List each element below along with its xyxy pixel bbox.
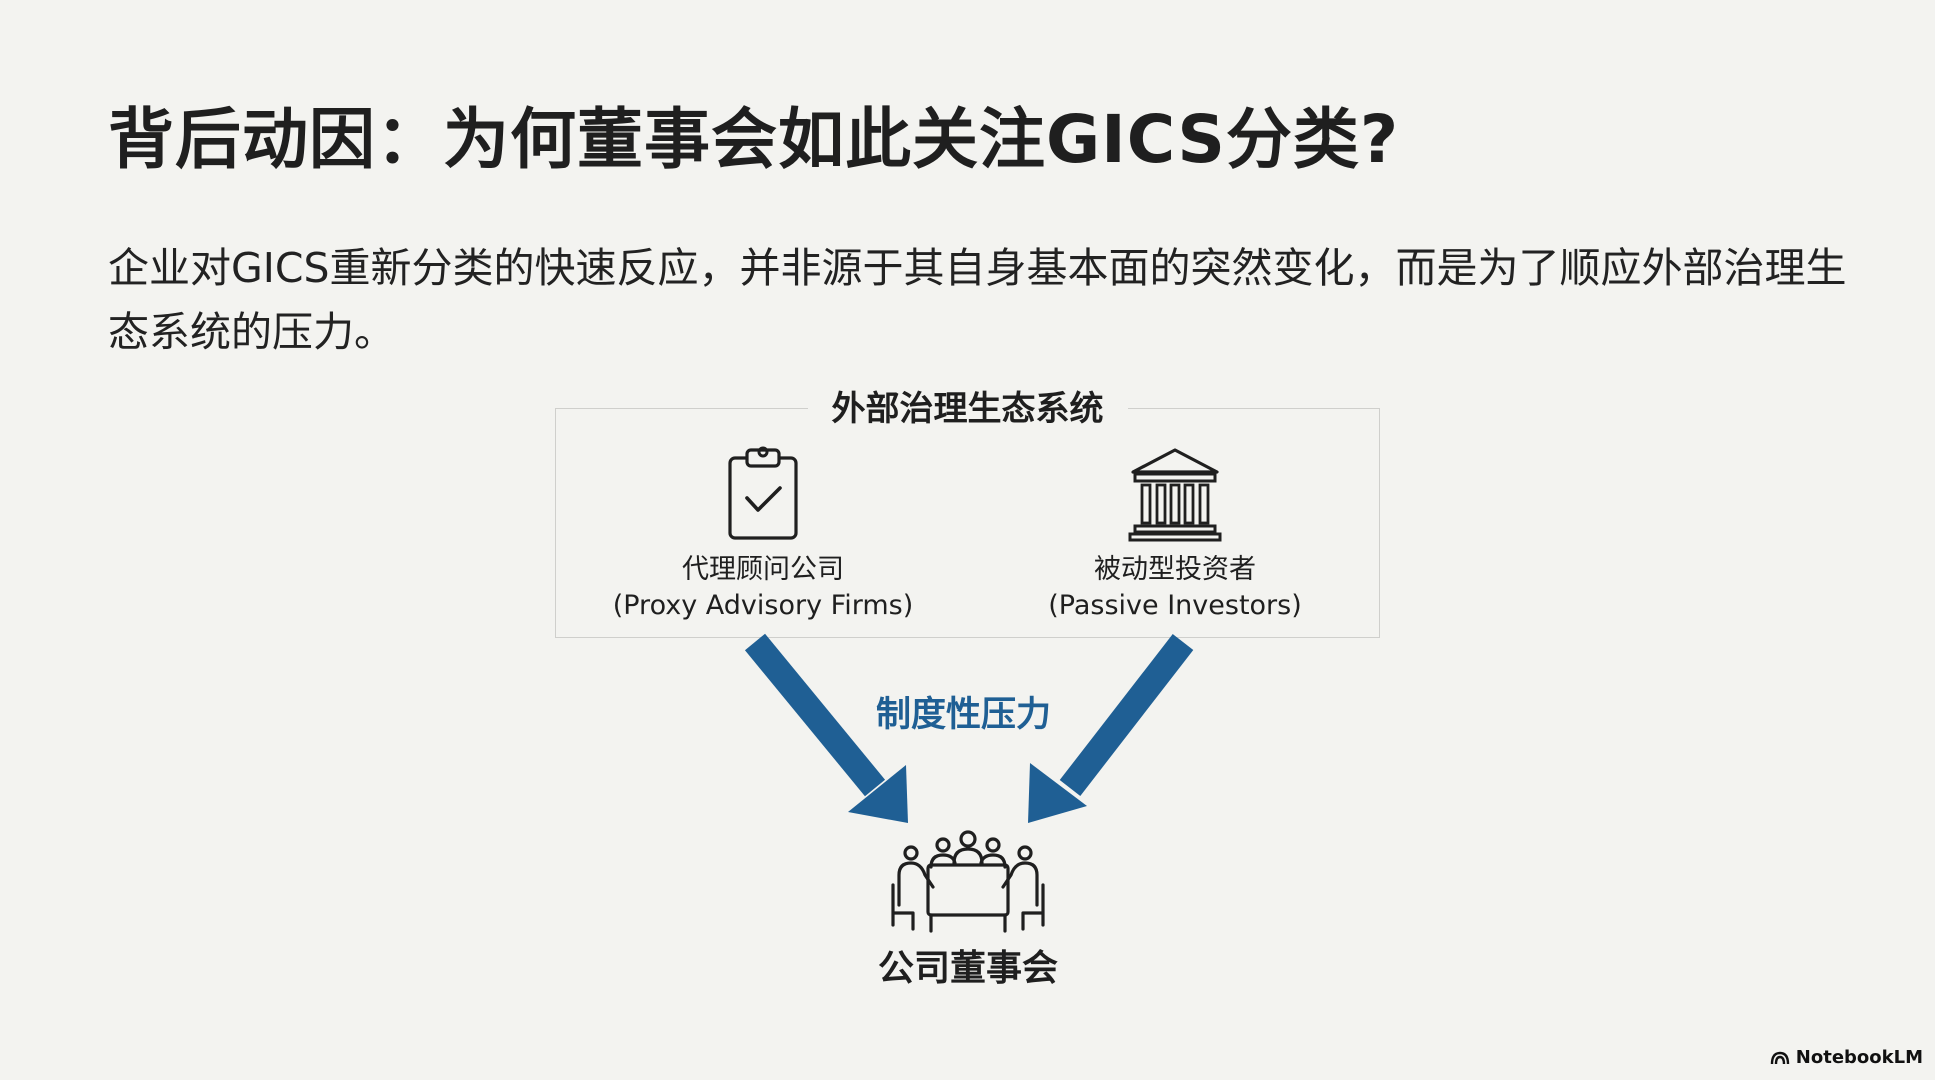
arrow-passive-to-board [1028, 634, 1194, 823]
node-passive-investors: 被动型投资者 (Passive Investors) [985, 444, 1365, 624]
institution-building-icon [1128, 448, 1222, 542]
clipboard-check-icon [728, 446, 798, 540]
notebooklm-branding: NotebookLM [1770, 1047, 1923, 1068]
node-proxy-label-en: (Proxy Advisory Firms) [612, 590, 914, 621]
ecosystem-title: 外部治理生态系统 [807, 379, 1128, 439]
node-proxy-advisory: 代理顾问公司 (Proxy Advisory Firms) [573, 444, 953, 624]
slide-intro-text: 企业对GICS重新分类的快速反应，并非源于其自身基本面的突然变化，而是为了顺应外… [108, 244, 1847, 356]
node-company-board: 公司董事会 [848, 825, 1088, 991]
notebooklm-logo-icon [1770, 1051, 1789, 1064]
slide-title: 背后动因：为何董事会如此关注GICS分类? [108, 101, 1400, 178]
node-passive-label-en: (Passive Investors) [1048, 590, 1302, 621]
node-passive-label-cn: 被动型投资者 [1094, 554, 1256, 585]
node-proxy-label-cn: 代理顾问公司 [682, 554, 844, 585]
node-company-board-label: 公司董事会 [877, 948, 1058, 989]
arrow-label-institutional-pressure: 制度性压力 [876, 695, 1052, 735]
ecosystem-box: 外部治理生态系统 [555, 379, 1380, 638]
notebooklm-brand-name: NotebookLM [1795, 1047, 1923, 1068]
boardroom-meeting-icon [891, 830, 1045, 933]
arrow-proxy-to-board [744, 633, 908, 823]
